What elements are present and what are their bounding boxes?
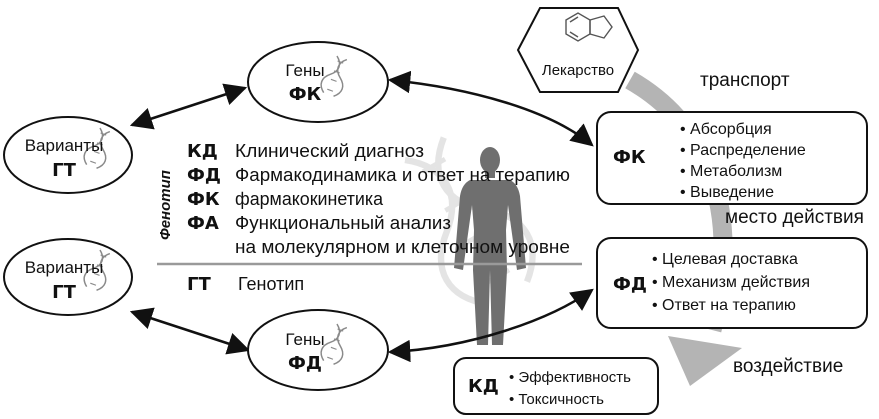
phenotype-abbr-fk: ФК bbox=[187, 189, 220, 210]
pd-item-targeted-delivery: • Целевая доставка bbox=[652, 251, 798, 268]
site-of-action-label: место действия bbox=[725, 207, 864, 228]
pk-box-abbr: ФК bbox=[613, 147, 646, 168]
phenotype-text-fk: фармакокинетика bbox=[235, 189, 384, 209]
genes-pd-line1: Гены bbox=[285, 330, 324, 349]
phenotype-text-fa-continuation: на молекулярном и клеточном уровне bbox=[235, 237, 570, 257]
variants-top-line1: Варианты bbox=[25, 136, 104, 155]
transport-label: транспорт bbox=[700, 70, 790, 91]
molecule-icon bbox=[565, 12, 613, 42]
pd-item-mechanism: • Механизм действия bbox=[652, 274, 810, 291]
kd-item-efficacy: • Эффективность bbox=[509, 369, 631, 386]
genes-pk-line2: ФК bbox=[289, 84, 322, 105]
effect-label: воздействие bbox=[733, 356, 843, 377]
pk-box: ФК • Абсорбция • Распределение • Метабол… bbox=[596, 111, 868, 205]
genes-pk-node: Гены ФК bbox=[247, 41, 389, 123]
phenotype-abbr-fa: ФА bbox=[187, 213, 219, 234]
phenotype-text-kd: Клинический диагноз bbox=[235, 141, 424, 161]
variants-bottom-line1: Варианты bbox=[25, 258, 104, 277]
variants-top-node: Варианты ГТ bbox=[3, 116, 133, 194]
pk-item-metabolism: • Метаболизм bbox=[680, 163, 782, 180]
kd-item-toxicity: • Токсичность bbox=[509, 391, 604, 408]
genotype-abbr: ГТ bbox=[187, 274, 211, 295]
pk-item-distribution: • Распределение bbox=[680, 142, 806, 159]
pk-item-excretion: • Выведение bbox=[680, 184, 774, 201]
pk-item-absorption: • Абсорбция bbox=[680, 121, 772, 138]
variants-top-line2: ГТ bbox=[52, 160, 76, 181]
phenotype-text-fd: Фармакодинамика и ответ на терапию bbox=[235, 165, 570, 185]
kd-box-abbr: КД bbox=[468, 376, 499, 397]
genes-pd-line2: ФД bbox=[288, 353, 322, 374]
pd-item-response: • Ответ на терапию bbox=[652, 297, 796, 314]
phenotype-vertical-label: Фенотип bbox=[157, 170, 174, 240]
genes-pd-node: Гены ФД bbox=[247, 309, 389, 391]
human-silhouette-icon bbox=[454, 147, 526, 345]
pd-box: ФД • Целевая доставка • Механизм действи… bbox=[596, 237, 868, 329]
arrow-variants-bottom-to-genes-pd bbox=[129, 307, 251, 355]
genes-pk-line1: Гены bbox=[285, 61, 324, 80]
phenotype-abbr-fd: ФД bbox=[187, 165, 221, 186]
kd-box: КД • Эффективность • Токсичность bbox=[453, 357, 659, 415]
drug-label: Лекарство bbox=[542, 62, 614, 79]
phenotype-abbr-kd: КД bbox=[187, 141, 218, 162]
variants-bottom-node: Варианты ГТ bbox=[3, 238, 133, 316]
variants-bottom-line2: ГТ bbox=[52, 282, 76, 303]
drug-flow-arrow-head bbox=[668, 336, 742, 386]
arrow-genes-pk-to-variants-top bbox=[129, 83, 248, 130]
drug-hexagon bbox=[516, 7, 640, 93]
arrow-genes-pd-to-pd-box bbox=[387, 288, 594, 363]
arrow-genes-pk-to-pk-box bbox=[387, 70, 594, 147]
genotype-text: Генотип bbox=[238, 274, 304, 294]
phenotype-text-fa: Функциональный анализ bbox=[235, 213, 451, 233]
pd-box-abbr: ФД bbox=[613, 274, 647, 295]
